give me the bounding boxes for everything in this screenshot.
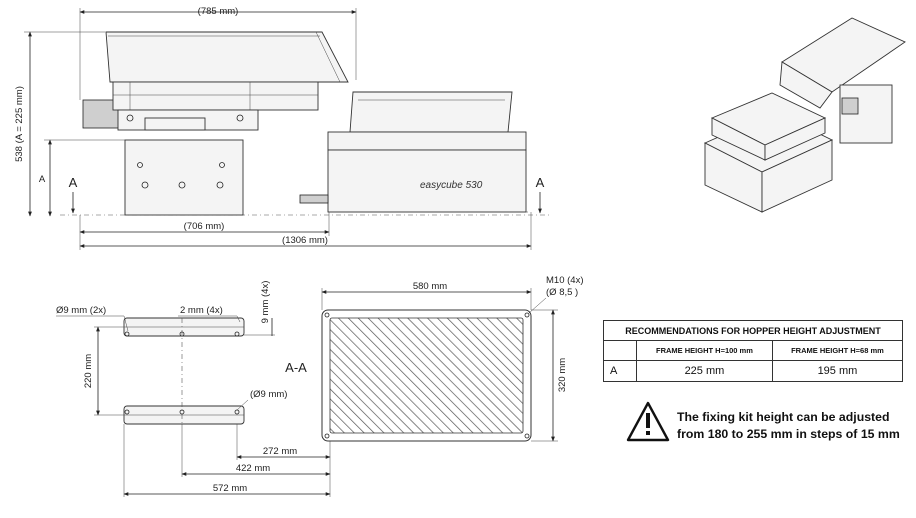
connector <box>299 194 329 204</box>
table-value-h100: 225 mm <box>636 360 773 382</box>
section-title: A-A <box>285 360 307 375</box>
product-logo: easycube 530 <box>420 180 483 191</box>
dim-2mm-4x: 2 mm (4x) <box>180 305 223 316</box>
hopper <box>105 31 349 83</box>
table-col-h68: FRAME HEIGHT H=68 mm <box>771 340 904 361</box>
base-plate-hatched <box>329 317 524 434</box>
base-unit <box>327 149 527 213</box>
dim-hole-9: (Ø9 mm) <box>250 389 287 400</box>
table-title: RECOMMENDATIONS FOR HOPPER HEIGHT ADJUST… <box>603 320 903 341</box>
dim-hole-9-2x: Ø9 mm (2x) <box>56 305 106 316</box>
hopper-height-table: RECOMMENDATIONS FOR HOPPER HEIGHT ADJUST… <box>603 320 904 382</box>
fixing-kit-note: The fixing kit height can be adjusted fr… <box>677 410 900 441</box>
dim-572: 572 mm <box>213 483 247 494</box>
table-value-h68: 195 mm <box>771 360 904 382</box>
dim-320: 320 mm <box>557 358 568 392</box>
dim-706: (706 mm) <box>184 221 225 232</box>
table-empty-corner <box>603 340 637 361</box>
section-view: A-A Ø9 mm (2x) 2 mm (4x) 9 mm (4x) 220 m… <box>56 275 583 497</box>
support-stand <box>124 139 244 216</box>
dim-a-vertical: A <box>39 174 46 185</box>
section-marker-right: A <box>536 175 545 190</box>
bowl-rim <box>327 131 527 151</box>
dim-m10: M10 (4x) <box>546 275 583 286</box>
table-col-h100: FRAME HEIGHT H=100 mm <box>636 340 773 361</box>
front-view: (785 mm) 538 (A = 225 mm) A <box>14 6 550 250</box>
dim-272: 272 mm <box>263 446 297 457</box>
dim-538: 538 (A = 225 mm) <box>14 86 25 162</box>
dim-220: 220 mm <box>83 354 94 388</box>
dim-580: 580 mm <box>413 281 447 292</box>
bowl <box>349 91 513 133</box>
dim-m10-dia: (Ø 8,5 ) <box>546 287 578 298</box>
isometric-view <box>703 17 906 213</box>
dim-9mm-4x: 9 mm (4x) <box>260 281 271 324</box>
table-row-label: A <box>603 360 637 382</box>
feeder-channel <box>112 81 319 111</box>
section-marker-left: A <box>69 175 78 190</box>
dim-1306: (1306 mm) <box>282 235 328 246</box>
dim-422: 422 mm <box>236 463 270 474</box>
warning-triangle-icon <box>626 401 670 442</box>
dim-785: (785 mm) <box>198 6 239 17</box>
